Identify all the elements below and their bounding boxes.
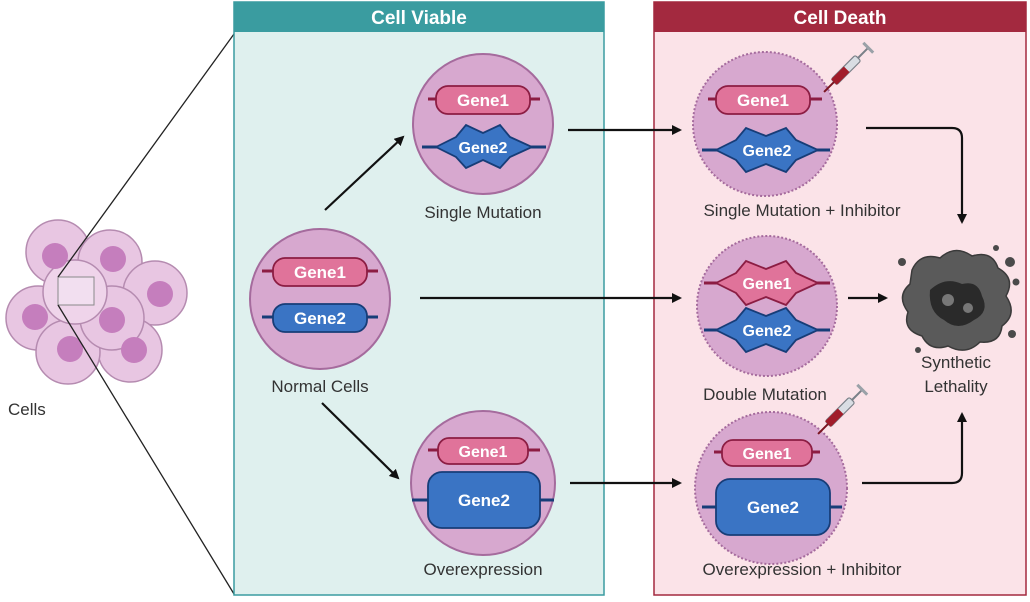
oei-gene1-label: Gene1	[743, 446, 792, 463]
double-gene1-label: Gene1	[743, 276, 792, 293]
oei-gene2-label: Gene2	[747, 498, 799, 517]
smi-gene2-label: Gene2	[743, 143, 792, 160]
viable-panel-title: Cell Viable	[371, 8, 467, 29]
single-mutation-cell: Gene1 Gene2	[412, 53, 554, 195]
double-gene2-label: Gene2	[743, 323, 792, 340]
single-mutation-label: Single Mutation	[424, 203, 541, 222]
single-mutation-gene1-label: Gene1	[457, 91, 509, 110]
dead-cell-icon	[898, 245, 1020, 353]
overexpression-inhibitor-label: Overexpression + Inhibitor	[703, 560, 902, 579]
overexpression-gene1-label: Gene1	[459, 444, 508, 461]
cell-cluster	[5, 219, 188, 385]
single-mutation-gene2-label: Gene2	[459, 140, 508, 157]
arrows	[321, 125, 967, 488]
synthetic-label: Synthetic	[921, 353, 991, 372]
overexpression-cell: Gene1 Gene2	[410, 410, 556, 556]
overexpression-label: Overexpression	[423, 560, 542, 579]
double-mutation-cell: Gene1 Gene2	[696, 235, 838, 377]
smi-gene1-label: Gene1	[737, 91, 789, 110]
double-mutation-label: Double Mutation	[703, 385, 827, 404]
lethality-label: Lethality	[924, 377, 988, 396]
single-mutation-inhibitor-cell: Gene1 Gene2	[692, 51, 838, 197]
death-panel-title: Cell Death	[794, 8, 887, 29]
zoom-line-top	[57, 33, 235, 278]
normal-gene2-label: Gene2	[294, 309, 346, 328]
cells-label: Cells	[8, 400, 46, 419]
normal-gene1-label: Gene1	[294, 263, 346, 282]
overexpression-gene2-label: Gene2	[458, 491, 510, 510]
zoom-line-bottom	[57, 304, 235, 595]
normal-cells-label: Normal Cells	[271, 377, 368, 396]
normal-cell: Gene1 Gene2	[249, 228, 391, 370]
overexpression-inhibitor-cell: Gene1 Gene2	[694, 411, 848, 565]
single-mutation-inhibitor-label: Single Mutation + Inhibitor	[703, 201, 900, 220]
